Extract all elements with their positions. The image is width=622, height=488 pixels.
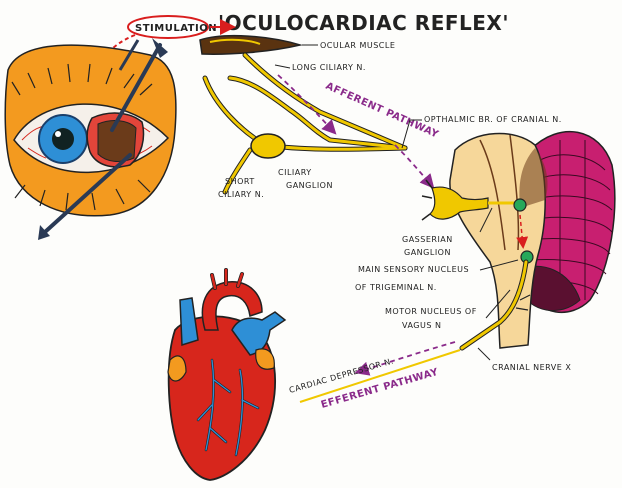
label-ciliary-ganglion-2: GANGLION	[286, 181, 333, 190]
ocular-muscle	[200, 36, 300, 54]
stimulation-text: STIMULATION	[135, 23, 217, 34]
label-gasserian-1: GASSERIAN	[402, 235, 453, 244]
cranial-nerve-pointer	[478, 348, 490, 360]
label-main-sensory-1: MAIN SENSORY NUCLEUS	[358, 265, 469, 274]
diagram-title: 'OCULOCARDIAC REFLEX'	[218, 11, 509, 35]
label-motor-vagus-2: VAGUS N	[402, 321, 441, 330]
label-motor-vagus-1: MOTOR NUCLEUS OF	[385, 307, 477, 316]
label-ophthalmic: OPTHALMIC BR. OF CRANIAL N.	[424, 115, 562, 124]
label-ocular-muscle: OCULAR MUSCLE	[320, 41, 395, 50]
label-ciliary-ganglion-1: CILIARY	[278, 168, 312, 177]
main-sensory-nucleus	[514, 199, 526, 211]
label-afferent-pathway: AFFERENT PATHWAY	[324, 81, 441, 141]
pupil	[52, 128, 74, 150]
heart-illustration	[168, 270, 285, 480]
label-long-ciliary: LONG CILIARY N.	[292, 63, 366, 72]
label-short-ciliary-2: CILIARY N.	[218, 190, 264, 199]
label-cranial-nerve: CRANIAL NERVE X	[492, 363, 571, 372]
label-gasserian-2: GANGLION	[404, 248, 451, 257]
label-short-ciliary-1: SHORT	[225, 177, 255, 186]
long-ciliary-pointer	[275, 65, 290, 68]
label-main-sensory-2: OF TRIGEMINAL N.	[355, 283, 437, 292]
eye-illustration	[5, 38, 176, 240]
ciliary-ganglion	[251, 134, 285, 158]
stimulation-label: STIMULATION	[128, 16, 217, 38]
